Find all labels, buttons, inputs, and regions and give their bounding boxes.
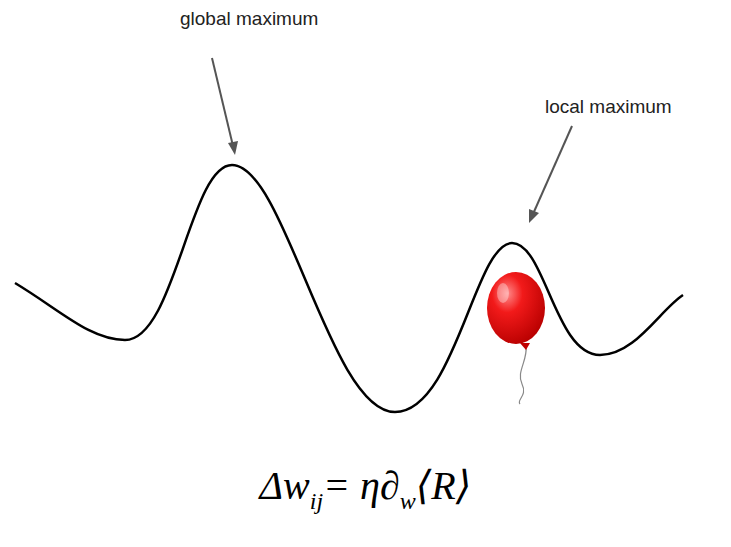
formula-term: ⟨R⟩ (416, 463, 472, 508)
arrow-head (529, 209, 539, 223)
balloon (487, 272, 545, 404)
formula-term: = η∂ (323, 463, 400, 508)
leader-line (533, 126, 572, 214)
formula-term: Δw (260, 463, 310, 508)
formula-subscript: w (400, 488, 416, 514)
fitness-curve (15, 165, 683, 412)
leader-line (212, 58, 233, 146)
arrow-head (228, 141, 238, 155)
formula-subscript: ij (310, 488, 323, 514)
peak-label: global maximum (180, 8, 318, 30)
update-rule: Δwij= η∂w⟨R⟩ (0, 462, 731, 515)
peak-label: local maximum (545, 96, 672, 118)
